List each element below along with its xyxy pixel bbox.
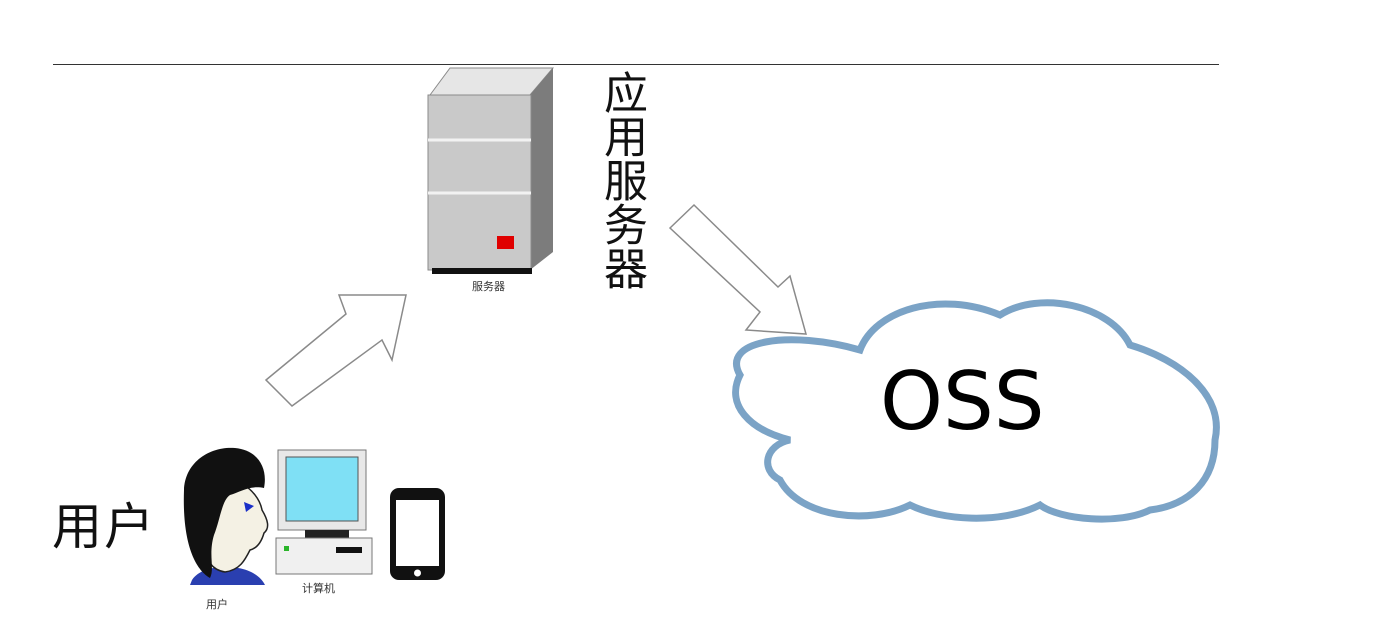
user-label: 用户 bbox=[52, 498, 156, 556]
computer-icon bbox=[275, 449, 373, 575]
oss-label: OSS bbox=[880, 355, 1045, 448]
top-divider bbox=[53, 64, 1219, 65]
app-server-label: 应用服务器 bbox=[596, 70, 647, 290]
computer-caption: 计算机 bbox=[302, 582, 335, 595]
phone-icon bbox=[390, 488, 445, 580]
arrow-icon bbox=[264, 294, 407, 407]
server-caption: 服务器 bbox=[472, 280, 505, 293]
person-caption: 用户 bbox=[206, 598, 228, 611]
server-icon bbox=[427, 67, 555, 274]
cloud-icon bbox=[732, 299, 1220, 523]
arrow-icon bbox=[668, 203, 808, 335]
person-icon bbox=[183, 447, 269, 585]
